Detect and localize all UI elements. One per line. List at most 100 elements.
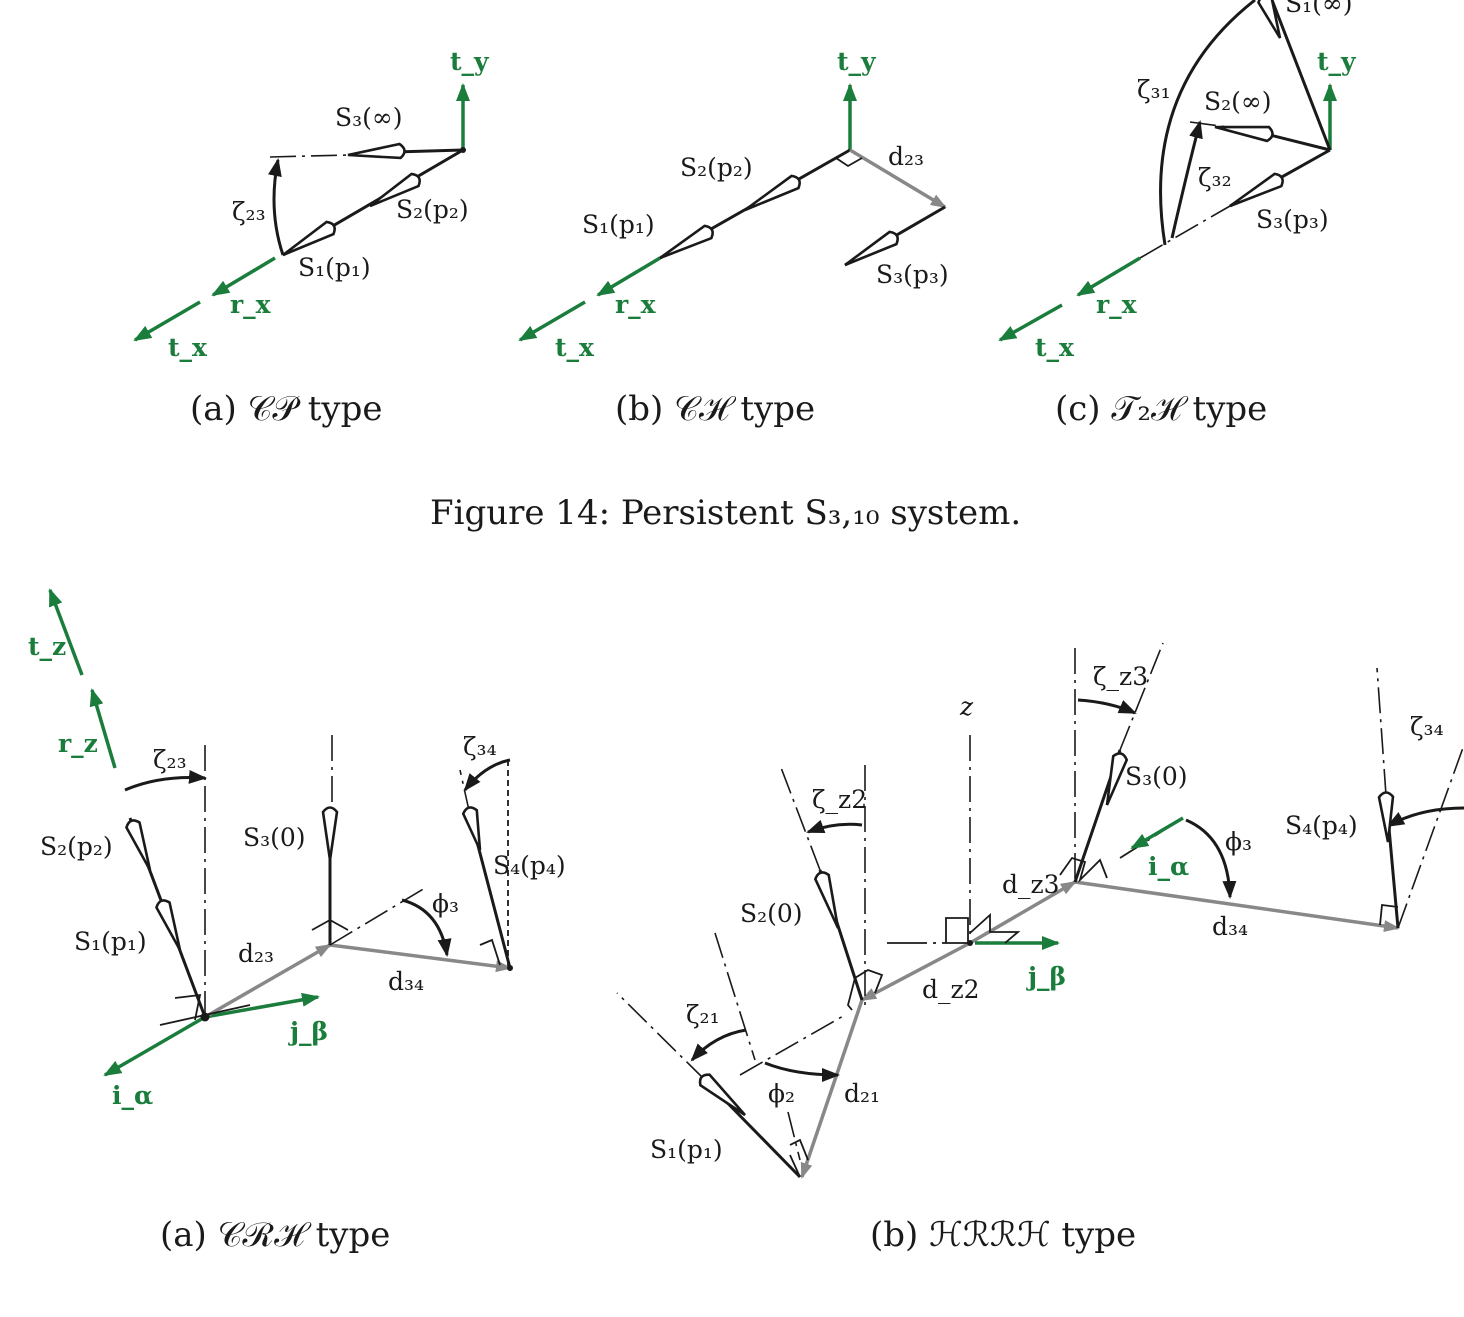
s1-ref-dashdot bbox=[714, 932, 756, 1061]
origin-point bbox=[460, 147, 466, 153]
rz-label: r_z bbox=[58, 729, 98, 758]
i-alpha-arrow bbox=[103, 1015, 206, 1077]
fig14c-t2h-type: S₁(∞) S₂(∞) S₃(p₃) ζ₃₁ ζ₃₂ t_y r_x t_x (… bbox=[998, 0, 1357, 429]
phi2-ref-line bbox=[739, 1014, 846, 1076]
d23-arrow bbox=[849, 148, 947, 209]
phi2-arc bbox=[764, 1061, 840, 1082]
s2-label: S₂(0) bbox=[740, 899, 803, 928]
fig15b-hrrrh-type: z S₁(p₁) S₂(0) S₃(0) S₄(p₄) ζ_z2 ζ_z3 ζ₃… bbox=[616, 642, 1464, 1255]
z-label: z bbox=[959, 692, 974, 721]
i-alpha-label: i_α bbox=[1148, 852, 1189, 881]
s3-label: S₃(p₃) bbox=[876, 260, 949, 289]
zeta31-arc bbox=[1159, 0, 1256, 246]
phi3-arc bbox=[401, 898, 452, 957]
subcaption-a: (a) 𝒞𝒫 type bbox=[190, 389, 382, 429]
s3-label: S₃(0) bbox=[243, 823, 306, 852]
screw-cone-icon bbox=[461, 806, 482, 851]
ty-label: t_y bbox=[1317, 47, 1357, 76]
screw-cone-icon bbox=[282, 220, 336, 257]
s2-dashdot bbox=[779, 764, 821, 871]
tx-label: t_x bbox=[168, 333, 208, 362]
d34-arrow bbox=[1074, 880, 1400, 932]
tx-label: t_x bbox=[1035, 333, 1075, 362]
fig14b-ch-type: S₂(p₂) S₁(p₁) S₃(p₃) d₂₃ t_y r_x t_x (b)… bbox=[518, 47, 949, 429]
tx-arrow bbox=[998, 303, 1063, 342]
s3-label: S₃(0) bbox=[1125, 762, 1188, 791]
zeta34-arc bbox=[463, 758, 511, 792]
origin-point bbox=[200, 1012, 210, 1022]
right-angle-marker bbox=[835, 157, 863, 168]
s2-label: S₂(p₂) bbox=[680, 153, 753, 182]
rx-label: r_x bbox=[230, 290, 272, 319]
d23-arrow bbox=[204, 943, 332, 1019]
zeta21-label: ζ₂₁ bbox=[686, 1000, 720, 1029]
s1-label: S₁(p₁) bbox=[74, 927, 147, 956]
rx-label: r_x bbox=[615, 290, 657, 319]
d34-label: d₃₄ bbox=[1212, 912, 1248, 941]
s2-label: S₂(p₂) bbox=[40, 832, 113, 861]
j-beta-arrow bbox=[204, 992, 320, 1019]
screw-cone-icon bbox=[698, 1073, 746, 1117]
rx-arrow bbox=[211, 256, 276, 297]
s4-ref-dashdot bbox=[1397, 744, 1464, 929]
zetaz3-label: ζ_z3 bbox=[1093, 662, 1148, 691]
zeta23-label: ζ₂₃ bbox=[153, 745, 187, 774]
screw-cone-icon bbox=[1377, 791, 1395, 843]
s1-label: S₁(p₁) bbox=[298, 253, 371, 282]
screw-cone-icon bbox=[369, 172, 421, 208]
rx-label: r_x bbox=[1096, 290, 1138, 319]
tx-label: t_x bbox=[555, 333, 595, 362]
s2-label: S₂(p₂) bbox=[396, 195, 469, 224]
subcaption-15b: (b) ℋℛℛℋ type bbox=[870, 1215, 1136, 1255]
s1-line bbox=[1270, 0, 1332, 151]
s3-line bbox=[394, 148, 464, 154]
figure14-caption: Figure 14: Persistent S₃,₁₀ system. bbox=[430, 493, 1021, 533]
screw-cone-icon bbox=[125, 819, 152, 871]
fig14a-cp-type: S₃(∞) S₂(p₂) S₁(p₁) ζ₂₃ t_y r_x t_x (a) … bbox=[133, 47, 490, 429]
screw-cone-icon bbox=[813, 871, 840, 929]
tz-label: t_z bbox=[28, 632, 66, 661]
phi3-label: ϕ₃ bbox=[1225, 827, 1252, 856]
screw-cone-icon bbox=[1229, 172, 1284, 208]
screw-cone-icon bbox=[321, 806, 339, 861]
axis-dashdot bbox=[1139, 205, 1231, 259]
s4-label: S₄(p₄) bbox=[1285, 811, 1358, 840]
ty-label: t_y bbox=[837, 47, 877, 76]
screw-cone-icon bbox=[659, 224, 714, 260]
s4-dashdot bbox=[1376, 667, 1387, 796]
s1-label: S₁(p₁) bbox=[650, 1135, 723, 1164]
s1-dashdot bbox=[616, 992, 706, 1081]
dz3-arrow bbox=[969, 880, 1077, 945]
zeta23-arc bbox=[268, 158, 285, 256]
screw-cone-icon bbox=[155, 899, 182, 951]
zeta32-label: ζ₃₂ bbox=[1198, 163, 1232, 192]
s4-point bbox=[507, 965, 513, 971]
i-alpha-label: i_α bbox=[112, 1081, 153, 1110]
tx-arrow bbox=[133, 300, 201, 342]
zeta34-label: ζ₃₄ bbox=[463, 732, 497, 761]
j-beta-label: j_β bbox=[288, 1017, 328, 1046]
ty-label: t_y bbox=[450, 47, 490, 76]
zeta21-arc bbox=[690, 1028, 747, 1062]
dz2-label: d_z2 bbox=[922, 975, 980, 1004]
j-beta-label: j_β bbox=[1026, 962, 1066, 991]
d21-arrow bbox=[800, 999, 864, 1179]
right-angle-markers bbox=[789, 856, 1399, 1178]
zetaz3-arc bbox=[1077, 698, 1137, 715]
d23-label: d₂₃ bbox=[888, 142, 924, 171]
screw-cone-icon bbox=[844, 230, 899, 267]
zeta32-arc bbox=[1170, 120, 1203, 239]
subcaption-c: (c) 𝒯₂ℋ type bbox=[1055, 389, 1267, 429]
rz-arrow bbox=[89, 688, 117, 769]
s3-label: S₃(∞) bbox=[335, 103, 402, 132]
zeta34-arc bbox=[1386, 806, 1464, 828]
center-point bbox=[967, 940, 973, 946]
dz2-arrow bbox=[860, 941, 971, 1002]
subcaption-b: (b) 𝒞ℋ type bbox=[615, 389, 815, 429]
dz3-label: d_z3 bbox=[1002, 870, 1060, 899]
fig15a-crh-type: t_z r_z S₂(p₂) S₁(p₁) S₃(0) S₄(p₄) ζ₂₃ ζ… bbox=[28, 588, 566, 1255]
s3-label: S₃(p₃) bbox=[1256, 205, 1329, 234]
phi3-ref-line bbox=[329, 887, 426, 946]
phi2-label: ϕ₂ bbox=[768, 1079, 795, 1108]
